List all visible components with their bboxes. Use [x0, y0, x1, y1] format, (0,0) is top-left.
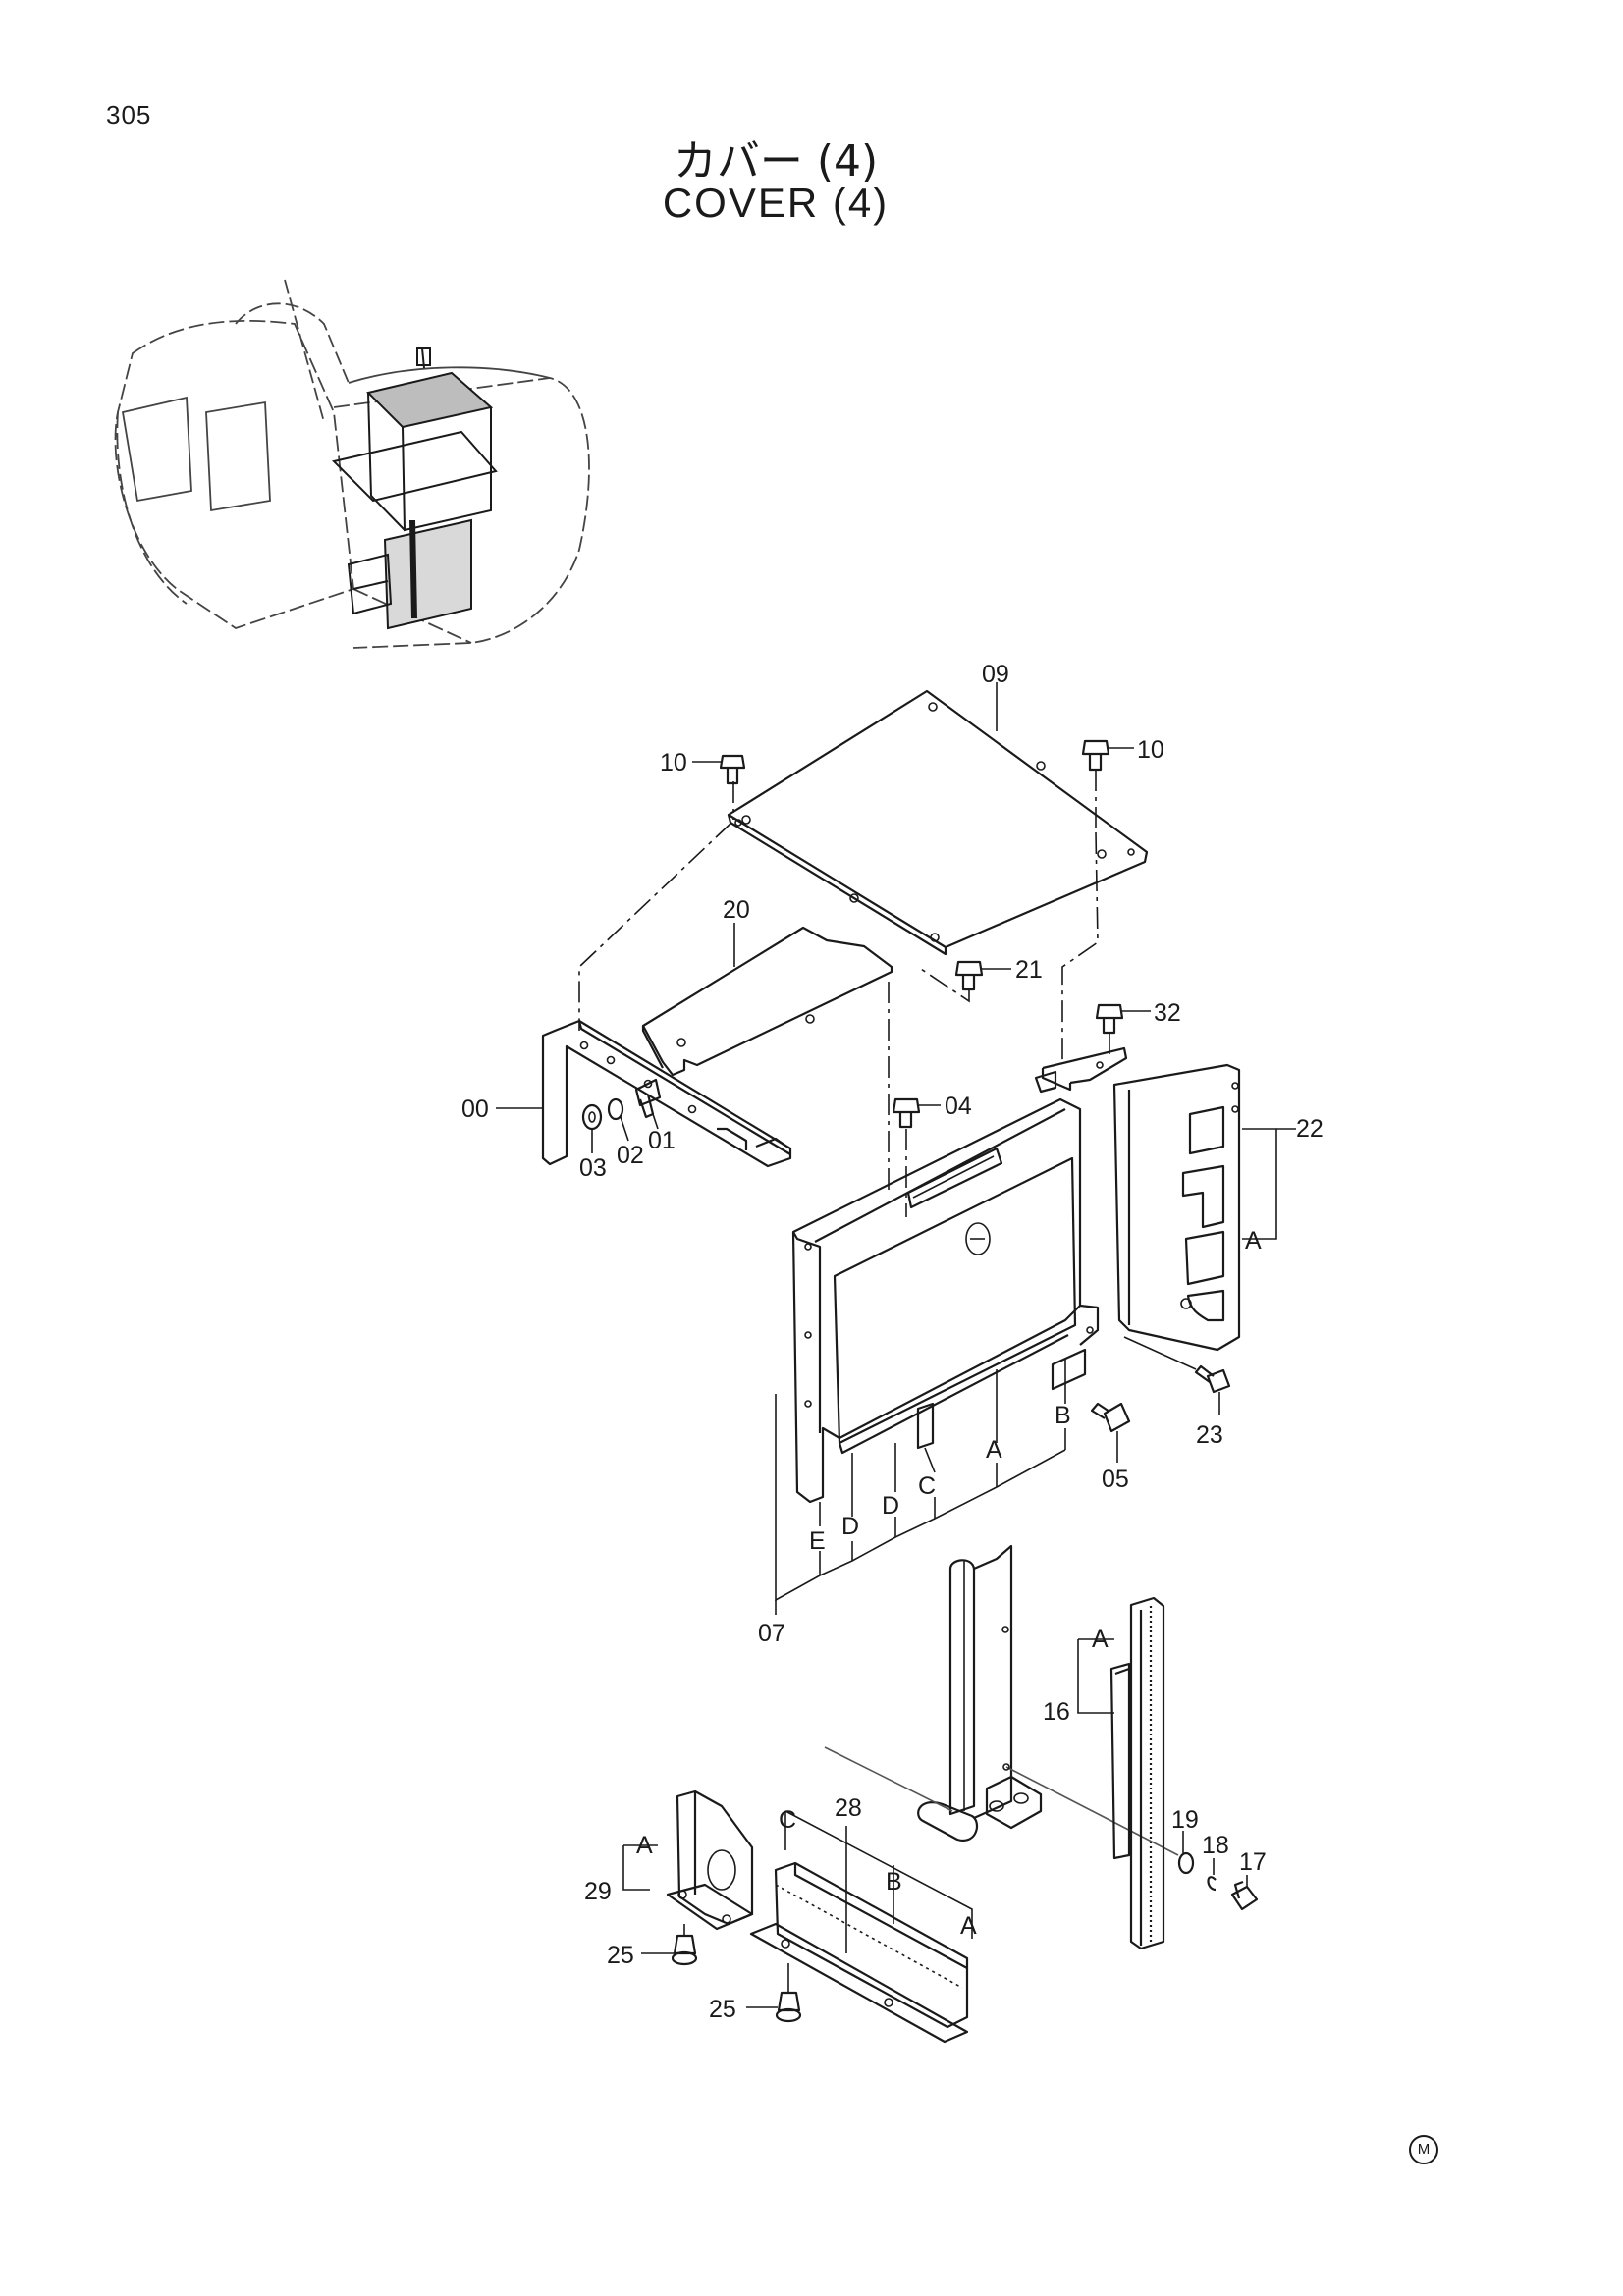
letter-d-radiator-left: D: [841, 1513, 859, 1540]
leader-tree-07: [775, 1360, 1066, 1615]
part-09-top-cover-plate: [727, 689, 1149, 956]
callout-29: 29: [584, 1878, 612, 1905]
letter-a-radiator: A: [986, 1436, 1002, 1464]
bolt-17: [1230, 1875, 1259, 1911]
leader-tree-28: [784, 1810, 973, 1953]
letter-b-radiator: B: [1055, 1402, 1071, 1429]
bolt-32: [1095, 1003, 1151, 1035]
callout-20: 20: [723, 896, 750, 924]
callout-25-right: 25: [709, 1996, 736, 2023]
bolt-04: [892, 1097, 941, 1129]
callout-18: 18: [1202, 1832, 1229, 1859]
page-number: 305: [106, 100, 152, 130]
callout-10-left: 10: [660, 749, 687, 776]
callout-16: 16: [1043, 1698, 1070, 1726]
letter-a-strip: A: [1092, 1626, 1109, 1653]
leader-tree-22: [1242, 1128, 1296, 1240]
callout-10-right: 10: [1137, 736, 1164, 764]
page-title-english: COVER (4): [662, 180, 890, 226]
part-00-frame: [541, 1019, 1128, 1168]
part-29-bracket: [666, 1789, 754, 1931]
washer-19: [1177, 1831, 1195, 1875]
part-07-radiator-cover-assembly: [791, 1097, 1100, 1504]
callout-23: 23: [1196, 1421, 1223, 1449]
callout-28: 28: [835, 1794, 862, 1822]
letter-d-radiator-right: D: [882, 1492, 899, 1520]
bolt-10-right: [1081, 739, 1134, 772]
letter-a-bracket: A: [636, 1832, 653, 1859]
page-title-japanese: カバー (4): [673, 136, 879, 187]
letter-a-lower: A: [960, 1912, 977, 1940]
callout-22: 22: [1296, 1115, 1324, 1143]
letter-c-radiator: C: [918, 1472, 936, 1500]
callout-01: 01: [648, 1127, 676, 1154]
part-center-post: [824, 1544, 1179, 1856]
callout-04: 04: [945, 1093, 972, 1120]
letter-e-radiator: E: [809, 1527, 826, 1555]
bolt-01: [634, 1078, 662, 1130]
letter-a-side-cover: A: [1245, 1227, 1262, 1255]
callout-02: 02: [617, 1142, 644, 1169]
bolt-25-left: [641, 1924, 698, 1966]
leader-tree-16: [1077, 1638, 1114, 1714]
letter-c-lower: C: [779, 1806, 796, 1834]
part-16-side-strip: [1109, 1596, 1165, 1950]
washer-03: [581, 1103, 603, 1153]
bolt-05: [1090, 1402, 1131, 1463]
bolt-10-left: [692, 754, 746, 785]
part-28-lower-cover: [749, 1861, 969, 2044]
leader-tree-29: [622, 1844, 658, 1891]
washer-02: [607, 1097, 629, 1142]
excavator-locator-view: [114, 279, 590, 649]
callout-00: 00: [461, 1095, 489, 1123]
part-22-side-cover: [1112, 1063, 1241, 1352]
callout-03: 03: [579, 1154, 607, 1182]
washer-18: [1207, 1858, 1217, 1892]
callout-21: 21: [1015, 956, 1043, 984]
callout-09: 09: [982, 661, 1009, 688]
bolt-25-right: [746, 1963, 802, 2023]
callout-32: 32: [1154, 999, 1181, 1027]
part-20-inner-plate: [641, 926, 893, 1077]
letter-b-lower: B: [886, 1868, 902, 1896]
bolt-21: [954, 960, 1011, 991]
callout-07: 07: [758, 1620, 785, 1647]
callout-17: 17: [1239, 1848, 1267, 1876]
corner-mark: M: [1409, 2135, 1438, 2164]
callout-25-left: 25: [607, 1942, 634, 1969]
callout-19: 19: [1171, 1806, 1199, 1834]
bolt-23: [1123, 1336, 1231, 1415]
callout-05: 05: [1102, 1466, 1129, 1493]
